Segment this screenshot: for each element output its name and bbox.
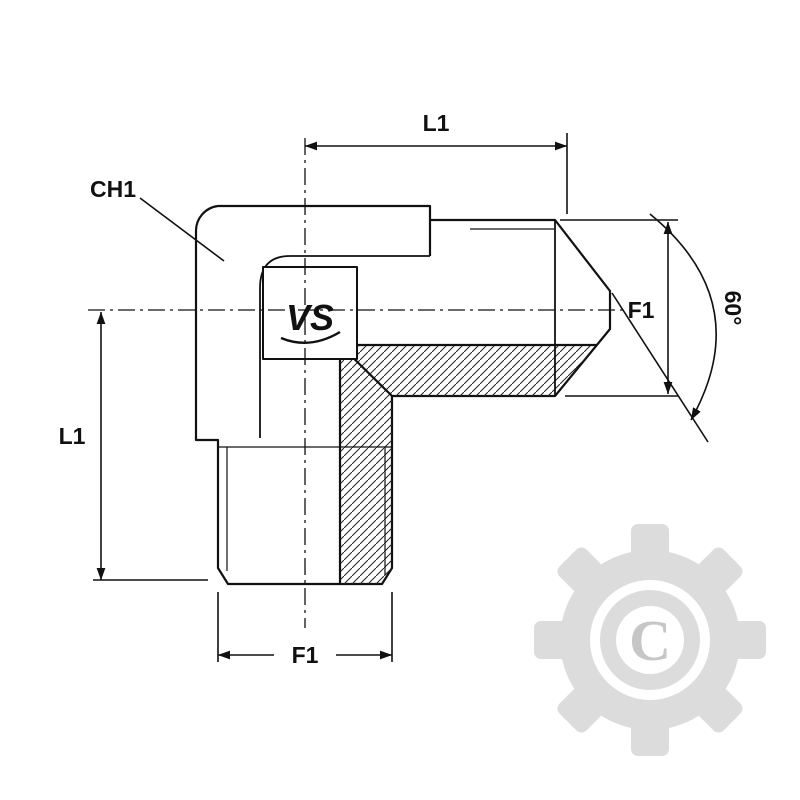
label-l1-left: L1	[59, 423, 86, 449]
label-l1-top: L1	[423, 110, 450, 136]
centerlines	[88, 138, 625, 628]
label-f1-bottom: F1	[292, 642, 319, 668]
leader-ch1	[139, 197, 225, 262]
dimensions	[93, 133, 717, 662]
dimension-f1-right	[560, 219, 678, 397]
logo-text: VS	[286, 297, 334, 338]
dimension-cone-angle	[611, 213, 717, 443]
dimension-labels: L1 L1 F1 F1 60° CH1	[59, 110, 746, 668]
watermark-gear: C	[534, 524, 766, 756]
fitting-linework	[194, 204, 612, 586]
label-ch1: CH1	[90, 176, 136, 202]
angle-arc	[649, 213, 717, 421]
cone-extension-line	[611, 292, 709, 443]
gear-hub	[616, 606, 684, 674]
leader-line	[139, 197, 225, 262]
body-inner-contour	[259, 255, 430, 438]
watermark-letter: C	[629, 608, 671, 673]
dimension-f1-bottom	[217, 592, 393, 662]
logo-swoosh	[280, 330, 341, 344]
label-cone-angle: 60°	[720, 291, 746, 326]
section-hatch	[340, 345, 597, 584]
logo-plate	[262, 266, 358, 360]
dimension-l1-top	[304, 133, 568, 214]
label-f1-right: F1	[628, 297, 655, 323]
dimension-l1-left	[93, 311, 208, 581]
